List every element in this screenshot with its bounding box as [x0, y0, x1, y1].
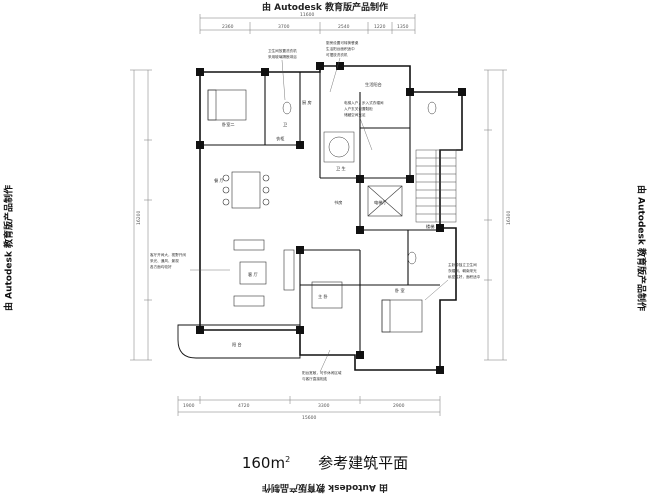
dim-bottom-3: 3300 [318, 403, 330, 409]
title-area: 160m2 [241, 454, 291, 472]
room-balcony-front: 阳 台 [232, 341, 242, 348]
svg-text:卫生间放置洗衣机: 卫生间放置洗衣机 [268, 48, 297, 53]
left-dimension-lines [130, 69, 152, 361]
dim-top-1: 2360 [222, 24, 234, 30]
dim-right-total: 16300 [506, 211, 512, 225]
stair-steps [415, 149, 457, 223]
dim-top-5: 1350 [397, 24, 409, 30]
room-bedroom-2: 卧室二 [222, 121, 235, 128]
room-elevator-hall: 电梯厅 [374, 199, 387, 206]
drawing-title: 160m2 参考建筑平面 [0, 452, 650, 473]
svg-text:采用玻璃隔断淋浴: 采用玻璃隔断淋浴 [268, 54, 297, 59]
dim-bottom-2: 4720 [238, 403, 250, 409]
interior-walls [200, 72, 440, 355]
note-6: 阳台宽敞，可作休闲区域 与客厅直接相连 [302, 370, 342, 381]
note-2: 厨房设置可转换餐桌 生活阳台面积适中 可摆放洗衣机 [326, 40, 359, 57]
elevator-shaft [367, 185, 403, 217]
svg-text:阳台宽敞，可作休闲区域: 阳台宽敞，可作休闲区域 [302, 370, 342, 375]
room-balcony-top: 生活阳台 [365, 81, 382, 88]
svg-text:采光、通风、景观: 采光、通风、景观 [150, 258, 179, 263]
dim-bottom-1: 1900 [183, 403, 195, 409]
svg-text:可摆放洗衣机: 可摆放洗衣机 [326, 52, 348, 57]
dim-top-3: 2540 [338, 24, 350, 30]
title-name: 参考建筑平面 [318, 454, 409, 472]
front-balcony-outline [177, 324, 301, 359]
bathroom-fixtures [282, 101, 437, 265]
dim-bottom-total: 15600 [302, 415, 316, 421]
room-closet: 衣柜 [276, 135, 284, 142]
svg-text:主卧带独立卫生间: 主卧带独立卫生间 [448, 262, 477, 267]
room-study: 书房 [334, 199, 342, 206]
room-bedroom-main: 主 卧 [318, 293, 328, 300]
room-master-suite: 卧 室 [395, 287, 405, 294]
room-bathroom-main: 卫 生 [336, 165, 346, 171]
note-1: 卫生间放置洗衣机 采用玻璃隔断淋浴 [268, 48, 297, 59]
svg-text:储藏空间充足: 储藏空间充足 [344, 112, 366, 117]
living-sofa-set [233, 239, 295, 307]
dining-table [222, 171, 270, 209]
top-dimension-lines [199, 14, 416, 34]
watermark-top: 由 Autodesk 教育版产品制作 [261, 3, 388, 13]
note-3: 电梯入户，步入式衣帽间 入户玄关设置鞋柜 储藏空间充足 [344, 100, 384, 117]
svg-text:入户玄关设置鞋柜: 入户玄关设置鞋柜 [344, 106, 373, 111]
dim-bottom-4: 2900 [393, 403, 405, 409]
svg-text:私密性好，面积适中: 私密性好，面积适中 [448, 274, 481, 279]
svg-text:衣帽间，朝南采光: 衣帽间，朝南采光 [448, 268, 477, 273]
exterior-walls [199, 65, 463, 371]
room-stair: 楼梯 [426, 223, 434, 230]
right-dimension-lines [484, 69, 507, 361]
svg-text:生活阳台面积适中: 生活阳台面积适中 [326, 46, 355, 51]
note-4: 客厅开间大，视野开阔 采光、通风、景观 各方面均较好 [150, 252, 186, 269]
room-living: 客 厅 [248, 271, 258, 278]
bottom-dimension-lines [177, 396, 441, 416]
svg-text:各方面均较好: 各方面均较好 [150, 264, 172, 269]
svg-text:客厅开间大，视野开阔: 客厅开间大，视野开阔 [150, 252, 186, 257]
dim-top-2: 3700 [278, 24, 290, 30]
svg-text:电梯入户，步入式衣帽间: 电梯入户，步入式衣帽间 [344, 100, 384, 105]
furniture-beds [207, 89, 423, 333]
structural-columns [196, 62, 466, 374]
dim-top-total: 11600 [300, 12, 314, 18]
dim-top-4: 1220 [374, 24, 386, 30]
room-kitchen: 厨 房 [302, 99, 312, 106]
room-dining: 餐 厅 [214, 177, 224, 184]
note-5: 主卧带独立卫生间 衣帽间，朝南采光 私密性好，面积适中 [448, 262, 481, 279]
dim-left-total: 16200 [136, 211, 142, 225]
watermark-bottom: 由 Autodesk 教育版产品制作 [262, 482, 389, 492]
room-bathroom-2: 卫 [283, 122, 287, 127]
svg-text:与客厅直接相连: 与客厅直接相连 [302, 376, 328, 381]
note-leaders [190, 57, 449, 373]
svg-text:厨房设置可转换餐桌: 厨房设置可转换餐桌 [326, 40, 359, 45]
